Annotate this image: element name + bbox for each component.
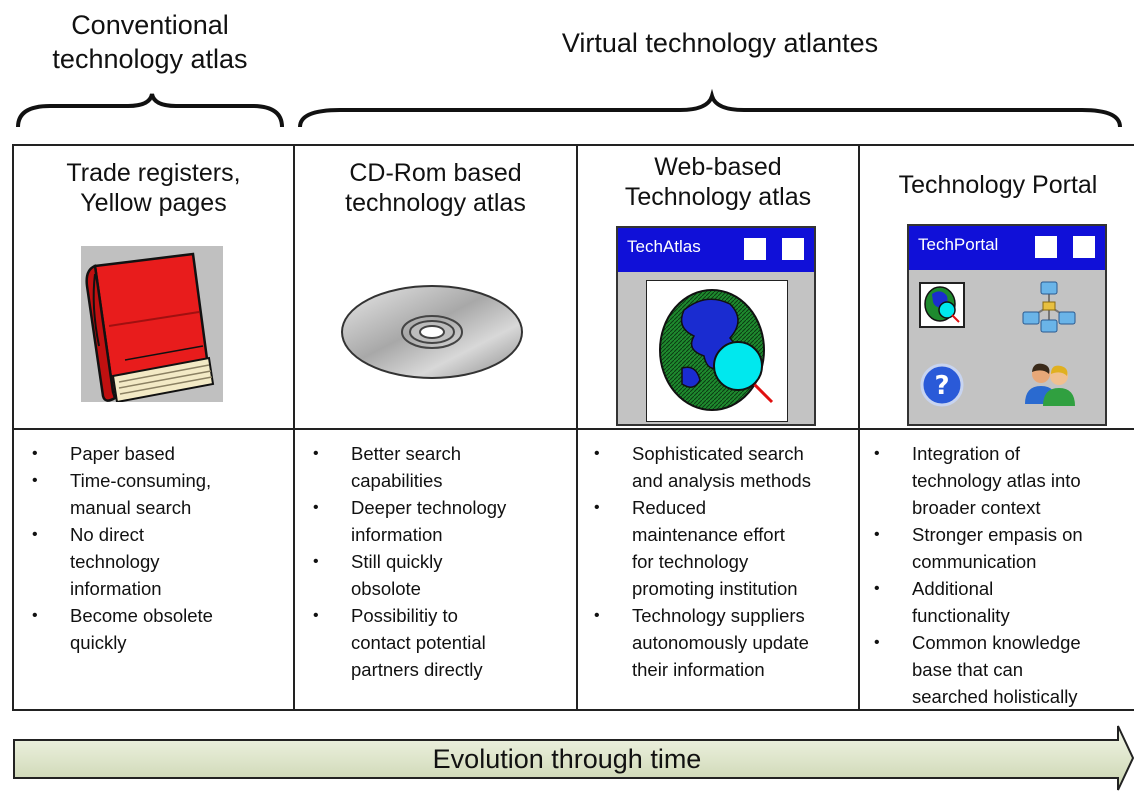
conventional-group-title: Conventional technology atlas: [20, 8, 280, 76]
column-divider: [858, 146, 860, 709]
bullet-line: partners directly: [351, 659, 483, 680]
bullet-item: Become obsolete quickly: [20, 602, 290, 656]
column-title-web-based: Web-based Technology atlas: [578, 152, 858, 212]
window-button: [744, 238, 766, 260]
bullet-line: information: [351, 524, 443, 545]
window-button: [1035, 236, 1057, 258]
bullet-line: autonomously update: [632, 632, 809, 653]
column-title-trade-registers: Trade registers, Yellow pages: [14, 158, 293, 218]
bullet-line: communication: [912, 551, 1037, 572]
bullet-line: base that can: [912, 659, 1024, 680]
conventional-title-line-2: technology atlas: [52, 44, 248, 74]
column-title-cd-rom: CD-Rom based technology atlas: [295, 158, 576, 218]
bullet-line: Integration of: [912, 443, 1020, 464]
bullet-line: promoting institution: [632, 578, 798, 599]
bullet-line: technology: [70, 551, 160, 572]
title-line: Technology Portal: [898, 171, 1098, 199]
bullets-trade-registers: Paper basedTime-consuming, manual searchN…: [20, 440, 290, 656]
row-divider: [14, 428, 1134, 430]
bullet-line: Become obsolete: [70, 605, 213, 626]
bullet-item: Common knowledge base that can searched ho…: [862, 629, 1134, 710]
bullets-cd-rom: Better search capabilitiesDeeper technolo…: [301, 440, 573, 683]
bullet-line: maintenance effort: [632, 524, 785, 545]
conventional-brace: [16, 93, 284, 128]
bullet-item: Integration of technology atlas into broad…: [862, 440, 1134, 521]
cd-rom-icon: [341, 285, 523, 379]
bullets-technology-portal: Integration of technology atlas into broad…: [862, 440, 1134, 710]
bullet-line: quickly: [70, 632, 127, 653]
bullet-line: Reduced: [632, 497, 707, 518]
bullet-item: Additional functionality: [862, 575, 1134, 629]
bullet-line: obsolote: [351, 578, 421, 599]
bullet-item: Technology suppliers autonomously update t…: [582, 602, 858, 683]
bullet-line: Additional: [912, 578, 994, 599]
column-title-technology-portal: Technology Portal: [860, 170, 1134, 200]
conventional-title-line-1: Conventional: [71, 10, 229, 40]
techatlas-window: TechAtlas: [616, 226, 816, 426]
bullet-item: Stronger empasis on communication: [862, 521, 1134, 575]
bullets-web-based: Sophisticated search and analysis methods…: [582, 440, 858, 683]
bullet-line: Stronger empasis on: [912, 524, 1083, 545]
bullet-item: Possibilitiy to contact potential partners…: [301, 602, 573, 683]
svg-text:?: ?: [934, 371, 949, 401]
bullet-line: information: [70, 578, 162, 599]
bullet-item: Reduced maintenance effort for technology p…: [582, 494, 858, 602]
bullet-line: and analysis methods: [632, 470, 811, 491]
bullet-line: Better search: [351, 443, 462, 464]
bullet-line: Paper based: [70, 443, 175, 464]
bullet-line: capabilities: [351, 470, 443, 491]
bullet-line: Time-consuming,: [70, 470, 212, 491]
title-line: Yellow pages: [80, 189, 227, 217]
bullet-line: Common knowledge: [912, 632, 1081, 653]
bullet-item: No direct technology information: [20, 521, 290, 602]
window-title: TechPortal: [918, 235, 999, 254]
title-line: Trade registers,: [66, 159, 241, 187]
bullet-line: Deeper technology: [351, 497, 507, 518]
bullet-line: Still quickly: [351, 551, 443, 572]
bullet-item: Time-consuming, manual search: [20, 467, 290, 521]
virtual-brace: [298, 88, 1122, 128]
title-line: Web-based: [654, 153, 782, 181]
comparison-table: Trade registers, Yellow pages CD-Rom bas…: [12, 144, 1134, 711]
title-line: CD-Rom based: [349, 159, 522, 187]
window-button: [1073, 236, 1095, 258]
network-icon: [1022, 281, 1076, 333]
bullet-item: Paper based: [20, 440, 290, 467]
bullet-item: Still quickly obsolote: [301, 548, 573, 602]
window-button: [782, 238, 804, 260]
bullet-line: for technology: [632, 551, 749, 572]
bullet-line: Possibilitiy to: [351, 605, 458, 626]
bullet-line: broader context: [912, 497, 1041, 518]
bullet-line: manual search: [70, 497, 192, 518]
window-title-bar: TechPortal: [909, 226, 1105, 270]
bullet-line: functionality: [912, 605, 1010, 626]
title-line: technology atlas: [345, 189, 526, 217]
bullet-item: Deeper technology information: [301, 494, 573, 548]
bullet-line: searched holistically: [912, 686, 1078, 707]
window-title: TechAtlas: [627, 237, 701, 256]
bullet-item: Better search capabilities: [301, 440, 573, 494]
bullet-line: their information: [632, 659, 765, 680]
group-braces: [16, 88, 1122, 128]
evolution-arrow-label: Evolution through time: [432, 744, 702, 774]
mini-globe-icon: [919, 282, 965, 328]
red-book-icon: [81, 246, 223, 402]
bullet-line: Technology suppliers: [632, 605, 805, 626]
globe-magnifier-icon: [646, 280, 788, 422]
users-icon: [1025, 363, 1075, 406]
column-divider: [293, 146, 295, 709]
bullet-line: contact potential: [351, 632, 486, 653]
bullet-line: No direct: [70, 524, 145, 545]
techportal-window: TechPortal ?: [907, 224, 1107, 426]
help-icon: ?: [920, 363, 964, 407]
title-line: Technology atlas: [624, 183, 812, 211]
column-divider: [576, 146, 578, 709]
bullet-item: Sophisticated search and analysis methods: [582, 440, 858, 494]
bullet-line: Sophisticated search: [632, 443, 804, 464]
bullet-line: technology atlas into: [912, 470, 1081, 491]
window-title-bar: TechAtlas: [618, 228, 814, 272]
virtual-group-title: Virtual technology atlantes: [561, 28, 879, 58]
